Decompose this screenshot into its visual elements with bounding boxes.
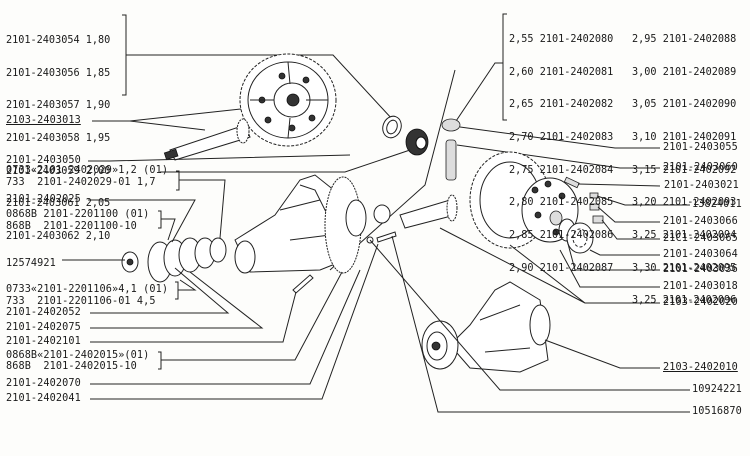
label-2101-2402041: 2101-2402041 xyxy=(6,393,81,404)
leader-10516870 xyxy=(391,235,690,413)
small-pinion-drawing xyxy=(405,128,429,156)
leader-10924221 xyxy=(369,239,690,391)
spacer-row: 2,85 2101-2402086 xyxy=(509,230,614,242)
bearing-right-drawing xyxy=(558,218,594,254)
label-2103-2402010: 2103-2402010 xyxy=(663,362,738,373)
satellite-gear-drawing xyxy=(441,118,461,181)
spacer-row: 3,15 2101-2402092 xyxy=(632,164,737,176)
label-2103-2402020: 2103-2402020 xyxy=(663,297,738,308)
shim-table: 2101-2403054 1,80 2101-2403056 1,85 2101… xyxy=(6,14,110,265)
label-2101-2403060: 2101-2403060 xyxy=(663,162,738,173)
leader-shim-table xyxy=(126,54,394,121)
label-2101-2201100-10: 868B 2101-2201100-10 xyxy=(6,221,137,232)
label-2101-2402070: 2101-2402070 xyxy=(6,378,81,389)
label-13824011: 13824011 xyxy=(692,199,742,210)
label-2101-2403064: 2101-2403064 xyxy=(663,249,738,260)
spacer-row: 3,25 2101-2402096 xyxy=(632,295,737,307)
shim-row: 2101-2403062 2,10 xyxy=(6,231,111,243)
gearbox-housing-drawing xyxy=(234,174,391,274)
leader-2103-2402020 xyxy=(439,227,660,304)
spacer-row: 2,90 2101-2402087 xyxy=(509,262,614,274)
spacer-row: 2,65 2101-2402082 xyxy=(509,99,614,111)
label-2101-2403021: 2101-2403021 xyxy=(664,180,739,191)
label-2101-2201100: 0868B 2101-2201100 (01) xyxy=(6,209,150,220)
label-10924221: 10924221 xyxy=(692,384,742,395)
pinion-shaft-drawing xyxy=(163,118,251,161)
spacer-row: 2,80 2101-2402085 xyxy=(509,197,614,209)
leader-2101-2403036 xyxy=(566,239,660,271)
leader-2101-2201100-bracket xyxy=(158,210,176,241)
spacer-row: 2,95 2101-2402088 xyxy=(632,33,737,45)
leader-diagonal xyxy=(329,69,456,271)
label-2101-2402015-10: 868B 2101-2402015-10 xyxy=(6,361,137,372)
leader-2101-2403018 xyxy=(559,249,660,288)
leader-2101-2403021 xyxy=(577,183,661,187)
leader-2101-2201106-bracket xyxy=(175,279,197,300)
label-2101-2403050: 2101-2403050 xyxy=(6,155,81,166)
label-2101-2403066: 2101-2403066 xyxy=(663,216,738,227)
spacer-table-bracket xyxy=(502,13,507,121)
axle-housing-assembled-drawing xyxy=(421,281,551,373)
label-2101-2402015: 0868B«2101-2402015»(01) xyxy=(6,350,150,361)
label-10516870: 10516870 xyxy=(692,406,742,417)
label-2101-2402029-01: 733 2101-2402029-01 1,7 xyxy=(6,177,156,188)
leader-middle xyxy=(160,149,411,173)
label-2101-2201106-01: 733 2101-2201106-01 4,5 xyxy=(6,296,156,307)
spacer-row: 3,05 2101-2402090 xyxy=(632,99,737,111)
leader-2101-2403066 xyxy=(597,206,660,223)
label-12574921: 12574921 xyxy=(6,258,56,269)
leader-2101-2402075 xyxy=(90,271,264,329)
spacer-row: 3,25 2101-2402094 xyxy=(632,230,737,242)
label-2101-2403018: 2101-2403018 xyxy=(663,281,738,292)
label-2101-2402075: 2101-2402075 xyxy=(6,322,81,333)
leader-spacer-table xyxy=(449,62,503,131)
leader-2103-2402010 xyxy=(544,339,660,369)
leader-2101-2402015-bracket xyxy=(158,271,343,370)
label-2101-2402025: 2101-2402025 xyxy=(6,194,81,205)
shim-row: 2101-2403057 1,90 xyxy=(6,100,111,112)
leader-2101-2402025 xyxy=(88,199,196,243)
shim-table-bracket xyxy=(122,14,127,96)
label-2101-2403036: 2101-2403036 xyxy=(663,264,738,275)
shim-row: 2101-2403056 1,85 xyxy=(6,67,111,79)
label-2101-2403055: 2101-2403055 xyxy=(663,142,738,153)
leader-2101-2402070 xyxy=(90,269,361,385)
leader-13824011 xyxy=(596,195,690,206)
label-2101-2402029: 0733«2101-2402029»1,2 (01) xyxy=(6,165,169,176)
spacer-row: 3,00 2101-2402089 xyxy=(632,66,737,78)
shim-row: 2101-2403059 2,00 xyxy=(6,165,111,177)
spacer-row: 2,75 2101-2402084 xyxy=(509,164,614,176)
spacer-row: 3,30 2101-2402095 xyxy=(632,262,737,274)
leader-2101-2402041 xyxy=(90,243,379,400)
shim-row: 2101-2403054 1,80 xyxy=(6,34,111,46)
leader-2101-2402101 xyxy=(90,291,297,343)
leader-2103-2403013 xyxy=(92,107,251,131)
spacer-table-col2: 2,95 2101-2402088 3,00 2101-2402089 3,05… xyxy=(632,13,736,329)
small-parts-drawing xyxy=(563,176,604,224)
leader-2101-2403055 xyxy=(459,126,660,149)
leader-2101-2403050 xyxy=(88,154,351,162)
label-2101-2402101: 2101-2402101 xyxy=(6,336,81,347)
spacer-row: 3,10 2101-2402091 xyxy=(632,131,737,143)
label-21C1-2403065: 21C1-2403065 xyxy=(663,233,738,244)
shim-row: 2101-2403061 2,05 xyxy=(6,198,111,210)
flange-bearing-stack-drawing xyxy=(121,237,227,283)
leader-2101-2403064 xyxy=(589,249,660,256)
label-2101-2402052: 2101-2402052 xyxy=(6,307,81,318)
label-2101-2201106: 0733«2101-2201106»4,1 (01) xyxy=(6,284,169,295)
shim-row: 2101-2403058 1,95 xyxy=(6,132,111,144)
seal-ring-drawing xyxy=(382,115,402,139)
leader-2101-2402052 xyxy=(90,267,230,314)
ring-gear-drawing xyxy=(239,53,337,147)
leader-2101-2402029-bracket xyxy=(176,170,226,239)
spacer-row: 2,70 2101-2402083 xyxy=(509,131,614,143)
spacer-table-col1: 2,55 2101-2402080 2,60 2101-2402081 2,65… xyxy=(509,13,613,296)
spacer-row: 3,20 2101-2402093 xyxy=(632,197,737,209)
spacer-row: 2,60 2101-2402081 xyxy=(509,66,614,78)
spacer-row: 2,55 2101-2402080 xyxy=(509,33,614,45)
label-main-gear-pair: 2103-2403013 xyxy=(6,115,81,126)
leader-21C1-2403065 xyxy=(601,219,660,240)
pinion-shaft-right-drawing xyxy=(399,194,458,229)
